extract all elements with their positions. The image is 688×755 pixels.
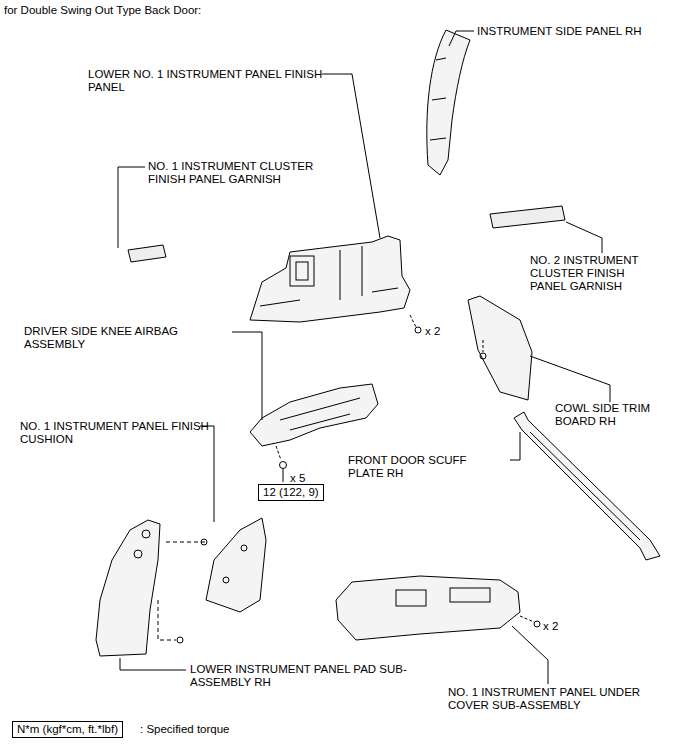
part-name: LOWER INSTRUMENT PANEL PAD SUB-ASSEMBLY …: [190, 663, 440, 689]
part-name: COWL SIDE TRIM BOARD RH: [555, 402, 675, 428]
part-name: : Specified torque: [140, 723, 230, 736]
part-name: LOWER NO. 1 INSTRUMENT PANEL FINISH PANE…: [88, 68, 328, 94]
part-name: FRONT DOOR SCUFF PLATE RH: [348, 454, 488, 480]
box-text: 12 (122, 9): [263, 486, 319, 498]
quantity-label: x 2: [543, 620, 558, 633]
diagram-title: for Double Swing Out Type Back Door:: [4, 4, 201, 17]
part-name: INSTRUMENT SIDE PANEL RH: [477, 25, 642, 38]
part-name: DRIVER SIDE KNEE AIRBAG ASSEMBLY: [24, 325, 214, 351]
quantity-label: x 5: [290, 472, 305, 485]
part-name: NO. 1 INSTRUMENT PANEL UNDER COVER SUB-A…: [448, 686, 673, 712]
part-name: NO. 1 INSTRUMENT CLUSTER FINISH PANEL GA…: [148, 160, 348, 186]
part-name: NO. 2 INSTRUMENT CLUSTER FINISH PANEL GA…: [530, 254, 660, 293]
torque-box: 12 (122, 9): [258, 484, 324, 501]
quantity-label: x 2: [425, 325, 440, 338]
box-text: N*m (kgf*cm, ft.*lbf): [17, 723, 118, 735]
unit-box: N*m (kgf*cm, ft.*lbf): [12, 721, 123, 738]
part-name: NO. 1 INSTRUMENT PANEL FINISH CUSHION: [20, 420, 245, 446]
